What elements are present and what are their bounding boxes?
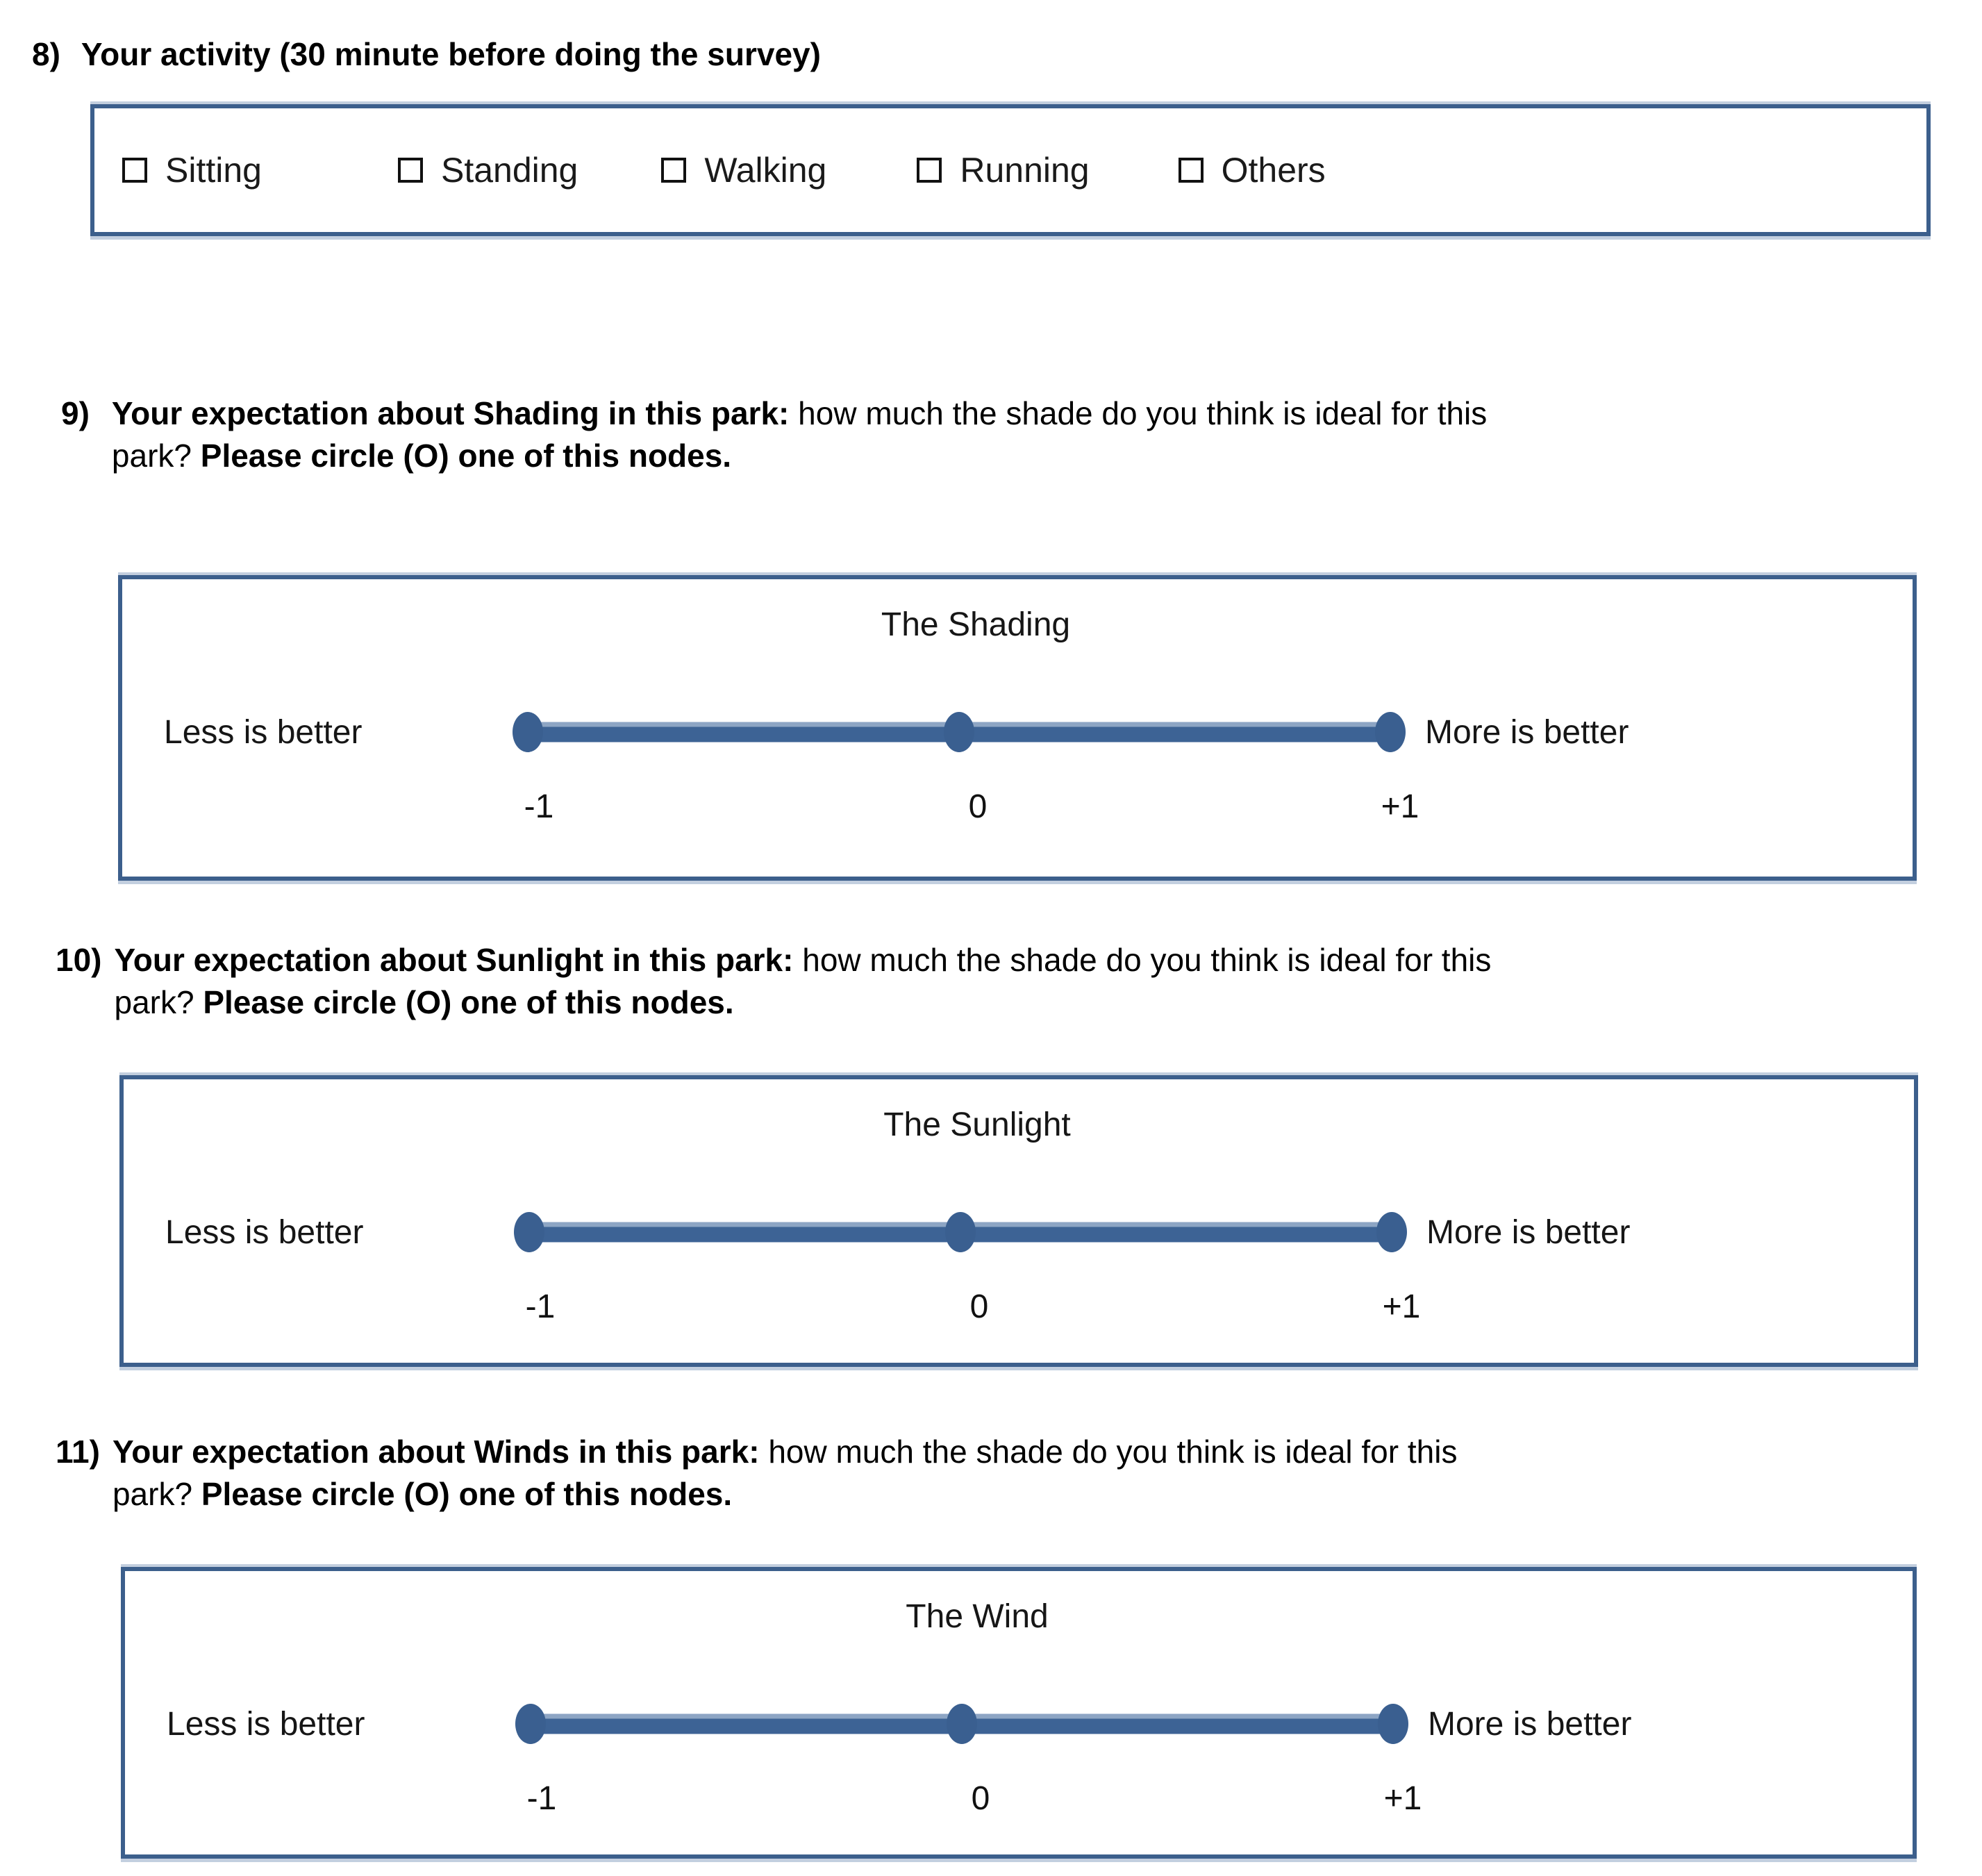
scale-left-anchor-label: Less is better bbox=[164, 713, 363, 751]
question-8: 8) Your activity (30 minute before doing… bbox=[32, 33, 1949, 76]
checkbox-option-running[interactable]: Running bbox=[917, 150, 1090, 190]
tick-label-zero: 0 bbox=[971, 1780, 990, 1817]
scale-right-anchor-label: More is better bbox=[1428, 1705, 1632, 1743]
question-10-number: 10) bbox=[56, 942, 102, 978]
slider-node-plus-one[interactable] bbox=[1375, 712, 1406, 752]
checkbox-label: Running bbox=[960, 151, 1090, 190]
question-9-instruction: Please circle (O) one of this nodes. bbox=[200, 437, 732, 474]
scale-title-shading: The Shading bbox=[881, 606, 1071, 643]
rating-slider-sunlight[interactable] bbox=[514, 1204, 1407, 1260]
slider-node-minus-one[interactable] bbox=[514, 1212, 544, 1252]
question-8-answer-panel: Sitting Standing Walking Running Others bbox=[90, 104, 1931, 236]
question-9: 9) Your expectation about Shading in thi… bbox=[61, 392, 1964, 476]
scale-title-sunlight: The Sunlight bbox=[883, 1106, 1071, 1143]
question-10-subtitle: how much the shade do you think is ideal… bbox=[793, 942, 1492, 978]
tick-label-plus-one: +1 bbox=[1383, 1780, 1422, 1817]
question-9-title: Your expectation about Shading in this p… bbox=[111, 395, 790, 431]
tick-label-minus-one: -1 bbox=[526, 1780, 557, 1817]
question-8-heading: 8) Your activity (30 minute before doing… bbox=[32, 33, 1949, 76]
tick-label-minus-one: -1 bbox=[525, 1288, 556, 1325]
question-9-subtitle: how much the shade do you think is ideal… bbox=[789, 395, 1488, 431]
scale-right-anchor-label: More is better bbox=[1425, 713, 1629, 751]
tick-label-minus-one: -1 bbox=[524, 788, 554, 825]
checkbox-icon[interactable] bbox=[1178, 158, 1204, 183]
question-11-line2-prefix: park? bbox=[112, 1475, 201, 1512]
scale-tick-row: -1 0 +1 bbox=[122, 788, 1913, 836]
scale-tick-row: -1 0 +1 bbox=[125, 1779, 1913, 1828]
scale-row: Less is better More is better bbox=[124, 1201, 1914, 1263]
scale-left-anchor-label: Less is better bbox=[165, 1213, 364, 1251]
scale-tick-row: -1 0 +1 bbox=[124, 1288, 1914, 1336]
question-10-title: Your expectation about Sunlight in this … bbox=[114, 942, 794, 978]
slider-node-plus-one[interactable] bbox=[1376, 1212, 1407, 1252]
question-9-heading: 9) Your expectation about Shading in thi… bbox=[61, 392, 1964, 476]
question-9-scale-panel: The Shading Less is better More is bette… bbox=[118, 575, 1917, 881]
question-9-number: 9) bbox=[61, 395, 90, 431]
checkbox-label: Standing bbox=[440, 151, 578, 190]
question-10-scale-panel: The Sunlight Less is better More is bett… bbox=[119, 1075, 1918, 1367]
slider-node-plus-one[interactable] bbox=[1378, 1704, 1408, 1744]
scale-row: Less is better More is better bbox=[122, 701, 1913, 763]
scale-left-anchor-label: Less is better bbox=[167, 1705, 365, 1743]
question-11-heading: 11) Your expectation about Winds in this… bbox=[56, 1431, 1972, 1515]
checkbox-option-standing[interactable]: Standing bbox=[397, 150, 578, 190]
question-9-line2-prefix: park? bbox=[111, 437, 201, 474]
question-11-scale-panel: The Wind Less is better More is better -… bbox=[121, 1567, 1917, 1859]
checkbox-icon[interactable] bbox=[661, 158, 687, 183]
checkbox-icon[interactable] bbox=[122, 158, 147, 183]
tick-label-plus-one: +1 bbox=[1381, 788, 1419, 825]
question-8-title: Your activity (30 minute before doing th… bbox=[81, 36, 821, 72]
question-11-number: 11) bbox=[56, 1434, 100, 1470]
rating-slider-wind[interactable] bbox=[515, 1696, 1408, 1752]
checkbox-option-others[interactable]: Others bbox=[1178, 150, 1326, 190]
slider-node-zero[interactable] bbox=[945, 1212, 976, 1252]
slider-node-minus-one[interactable] bbox=[513, 712, 543, 752]
question-11-subtitle: how much the shade do you think is ideal… bbox=[759, 1434, 1458, 1470]
checkbox-option-sitting[interactable]: Sitting bbox=[122, 150, 262, 190]
question-10-line2-prefix: park? bbox=[114, 983, 203, 1020]
slider-node-zero[interactable] bbox=[947, 1704, 977, 1744]
question-8-number: 8) bbox=[32, 36, 60, 72]
activity-checkbox-row: Sitting Standing Walking Running Others bbox=[94, 108, 1926, 232]
checkbox-label: Walking bbox=[704, 151, 827, 190]
question-11-instruction: Please circle (O) one of this nodes. bbox=[201, 1475, 733, 1512]
checkbox-label: Others bbox=[1221, 151, 1326, 190]
question-10-instruction: Please circle (O) one of this nodes. bbox=[203, 983, 734, 1020]
question-11-title: Your expectation about Winds in this par… bbox=[112, 1434, 760, 1470]
tick-label-plus-one: +1 bbox=[1382, 1288, 1421, 1325]
slider-node-minus-one[interactable] bbox=[515, 1704, 546, 1744]
checkbox-option-walking[interactable]: Walking bbox=[661, 150, 826, 190]
rating-slider-shading[interactable] bbox=[513, 704, 1406, 760]
question-11: 11) Your expectation about Winds in this… bbox=[56, 1431, 1972, 1515]
question-10-heading: 10) Your expectation about Sunlight in t… bbox=[56, 939, 1972, 1023]
tick-label-zero: 0 bbox=[968, 788, 988, 825]
scale-title-wind: The Wind bbox=[906, 1598, 1049, 1635]
checkbox-label: Sitting bbox=[165, 151, 262, 190]
slider-node-zero[interactable] bbox=[944, 712, 974, 752]
scale-row: Less is better More is better bbox=[125, 1693, 1913, 1755]
tick-label-zero: 0 bbox=[969, 1288, 989, 1325]
question-10: 10) Your expectation about Sunlight in t… bbox=[56, 939, 1972, 1023]
scale-right-anchor-label: More is better bbox=[1426, 1213, 1631, 1251]
checkbox-icon[interactable] bbox=[397, 158, 423, 183]
checkbox-icon[interactable] bbox=[917, 158, 942, 183]
